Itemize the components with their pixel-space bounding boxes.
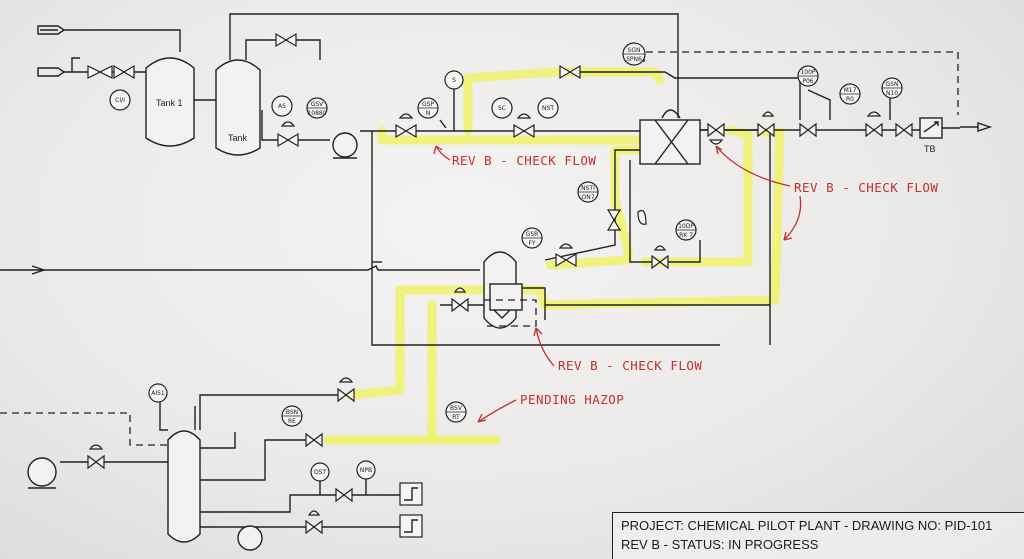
- instrument-s: S: [444, 70, 464, 90]
- instrument-tag: R0: [846, 96, 854, 103]
- instrument-tag: N: [426, 110, 431, 117]
- title-block: PROJECT: CHEMICAL PILOT PLANT - DRAWING …: [612, 512, 1024, 559]
- instrument-bubble: [310, 462, 330, 482]
- instrument-100p: 100P P06: [797, 65, 819, 87]
- transmitter-tb-label: TB: [924, 144, 936, 154]
- separator-vessel: [483, 251, 537, 329]
- instrument-tag: N10: [886, 90, 898, 97]
- instrument-sc: SC: [491, 97, 513, 119]
- instrument-tag: GSN: [886, 81, 899, 88]
- tank-1-label: Tank 1: [156, 98, 183, 108]
- instrument-bubble: [148, 383, 168, 403]
- valves: [87, 32, 913, 535]
- instrument-tag: SC: [498, 105, 506, 112]
- instrument-tag: BSN: [286, 409, 298, 416]
- instrument-tag: GSP: [422, 101, 434, 108]
- instrument-tag: GSV: [311, 101, 324, 108]
- instrument-gsv: GSV 10880: [306, 97, 328, 119]
- heat-exchanger: [639, 109, 701, 165]
- instrument-tag: AS: [278, 103, 286, 110]
- instrument-tag: RK 7: [679, 232, 693, 239]
- instrument-sgn: SGN SPN6: [622, 42, 646, 66]
- instrument-tag: P06: [802, 78, 813, 85]
- instrument-tag: 100P: [800, 69, 815, 76]
- instrument-tag: NSTI: [581, 185, 595, 192]
- instrument-ci: CI/I: [109, 89, 131, 111]
- annotation-rev-b-3: REV B - CHECK FLOW: [558, 358, 702, 373]
- instrument-bubble: [537, 97, 559, 119]
- annotations: REV B - CHECK FLOW REV B - CHECK FLOW RE…: [433, 145, 938, 423]
- instrument-tag: DST: [314, 469, 326, 476]
- instrument-bubble: [491, 97, 513, 119]
- tank-2: Tank: [215, 59, 261, 156]
- instrument-tag: RE: [288, 418, 296, 425]
- instrument-nst2: NSTI ON7: [577, 181, 599, 203]
- step-symbols: [399, 482, 423, 538]
- instrument-npb: NPB: [356, 460, 376, 480]
- instrument-tag: 10DP: [678, 223, 694, 230]
- instrument-tag: M17: [844, 87, 857, 94]
- instrument-tag: RT: [452, 414, 460, 421]
- instrument-bubble: [444, 70, 464, 90]
- tank-2-label: Tank: [228, 133, 248, 143]
- transmitter-tb: TB: [919, 117, 943, 154]
- instrument-tag: BSV: [450, 405, 463, 412]
- instrument-tag: SGN: [628, 47, 641, 54]
- instrument-bubbles: CI/I AS GSV 10880 S GSP N SC NST SGN SPN6 100P P06M1…: [109, 42, 903, 482]
- instrument-gsp: GSP N: [417, 97, 439, 119]
- bottom-column: [167, 430, 201, 543]
- instrument-nst: NST: [537, 97, 559, 119]
- instrument-tag: AI51: [151, 390, 165, 397]
- pump-3: [237, 525, 263, 551]
- instrument-tag: 10880: [307, 110, 326, 117]
- instrument-tag: FY: [528, 240, 535, 247]
- instrument-tag: CI/I: [115, 97, 125, 104]
- instrument-ai: AI51: [148, 383, 168, 403]
- instrument-tag: SPN6: [626, 56, 642, 63]
- instrument-bubble: [356, 460, 376, 480]
- instrument-tag: GSR: [526, 231, 539, 238]
- instrument-tag: S: [452, 77, 456, 84]
- annotation-rev-b-2: REV B - CHECK FLOW: [794, 180, 938, 195]
- instrument-bsv: BSV RT: [445, 401, 467, 423]
- instrument-bubble: [109, 89, 131, 111]
- instrument-tag: ON7: [581, 194, 594, 201]
- instrument-gsn: GSN N10: [881, 77, 903, 99]
- instrument-bubble: [271, 95, 293, 117]
- instrument-gsr: GSR FY: [521, 227, 543, 249]
- title-block-status: REV B - STATUS: IN PROGRESS: [621, 537, 819, 552]
- instrument-dst: DST: [310, 462, 330, 482]
- annotation-rev-b-1: REV B - CHECK FLOW: [452, 153, 596, 168]
- instrument-bsn: BSN RE: [281, 405, 303, 427]
- tank-1: Tank 1: [145, 57, 195, 147]
- pump-2: [27, 457, 57, 489]
- annotation-pending-hazop: PENDING HAZOP: [520, 392, 624, 407]
- pump-1: [332, 132, 358, 159]
- instrument-tag: NST: [542, 105, 554, 112]
- instrument-tag: NPB: [360, 467, 372, 474]
- instrument-10dp: 10DP RK 7: [675, 219, 697, 241]
- instrument-as: AS: [271, 95, 293, 117]
- title-block-project: PROJECT: CHEMICAL PILOT PLANT - DRAWING …: [621, 518, 993, 533]
